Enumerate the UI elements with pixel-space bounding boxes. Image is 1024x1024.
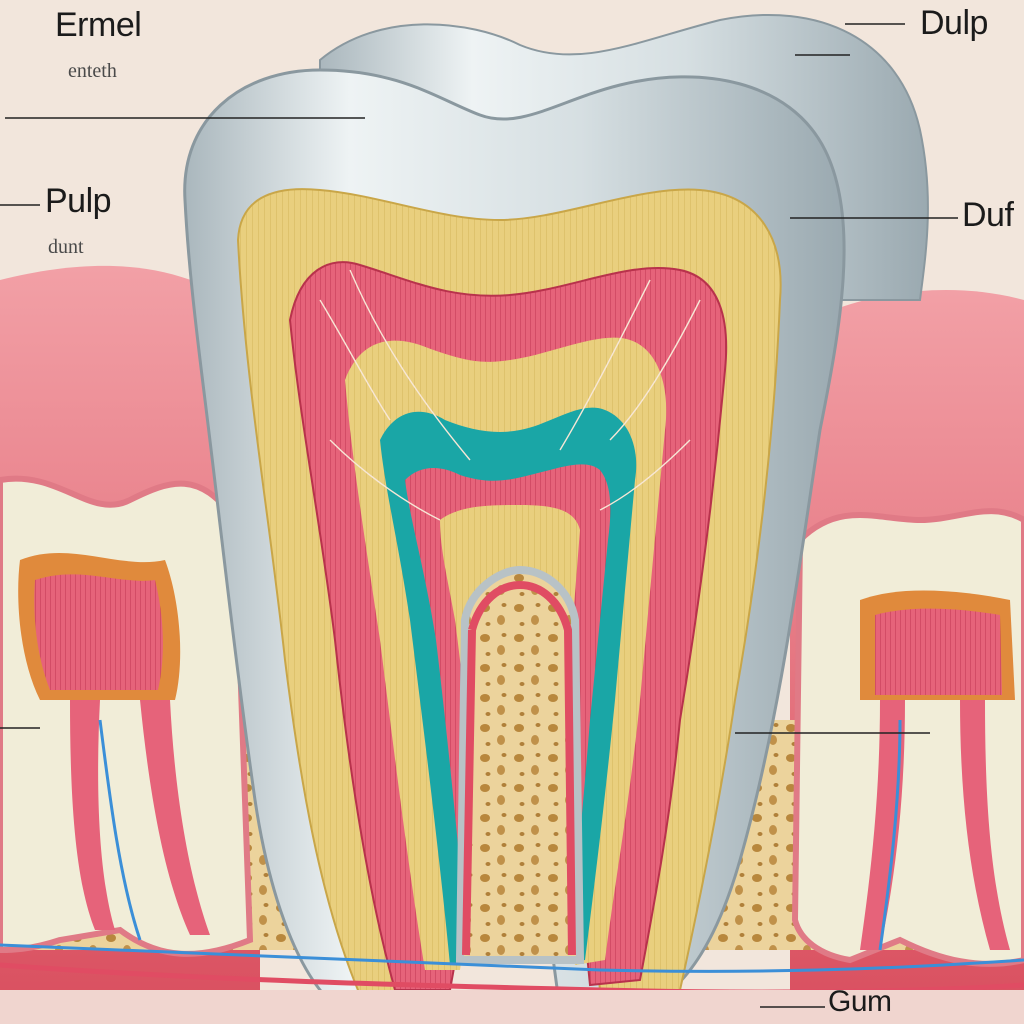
label-enamel-sub: enteth	[68, 60, 117, 82]
leader-lines	[0, 23, 958, 1008]
nerve-vessel	[0, 943, 1024, 973]
label-pulp: Pulp	[45, 182, 112, 220]
root-outline-left	[462, 629, 476, 956]
interradicular-bone	[455, 565, 585, 964]
right-neighbor-tooth	[791, 508, 1024, 967]
label-dulp: Dulp	[920, 4, 988, 42]
gum-base	[0, 990, 1024, 1024]
nerve-fibers	[319, 269, 701, 521]
label-duf: Duf	[962, 196, 1014, 234]
label-enamel: Ermel	[55, 6, 142, 44]
label-gum: Gum	[828, 985, 892, 1018]
root-outline-right	[468, 580, 576, 956]
blood-vessel	[0, 962, 1024, 995]
label-pulp-sub: dunt	[48, 236, 84, 258]
left-neighbor-tooth	[0, 475, 254, 957]
